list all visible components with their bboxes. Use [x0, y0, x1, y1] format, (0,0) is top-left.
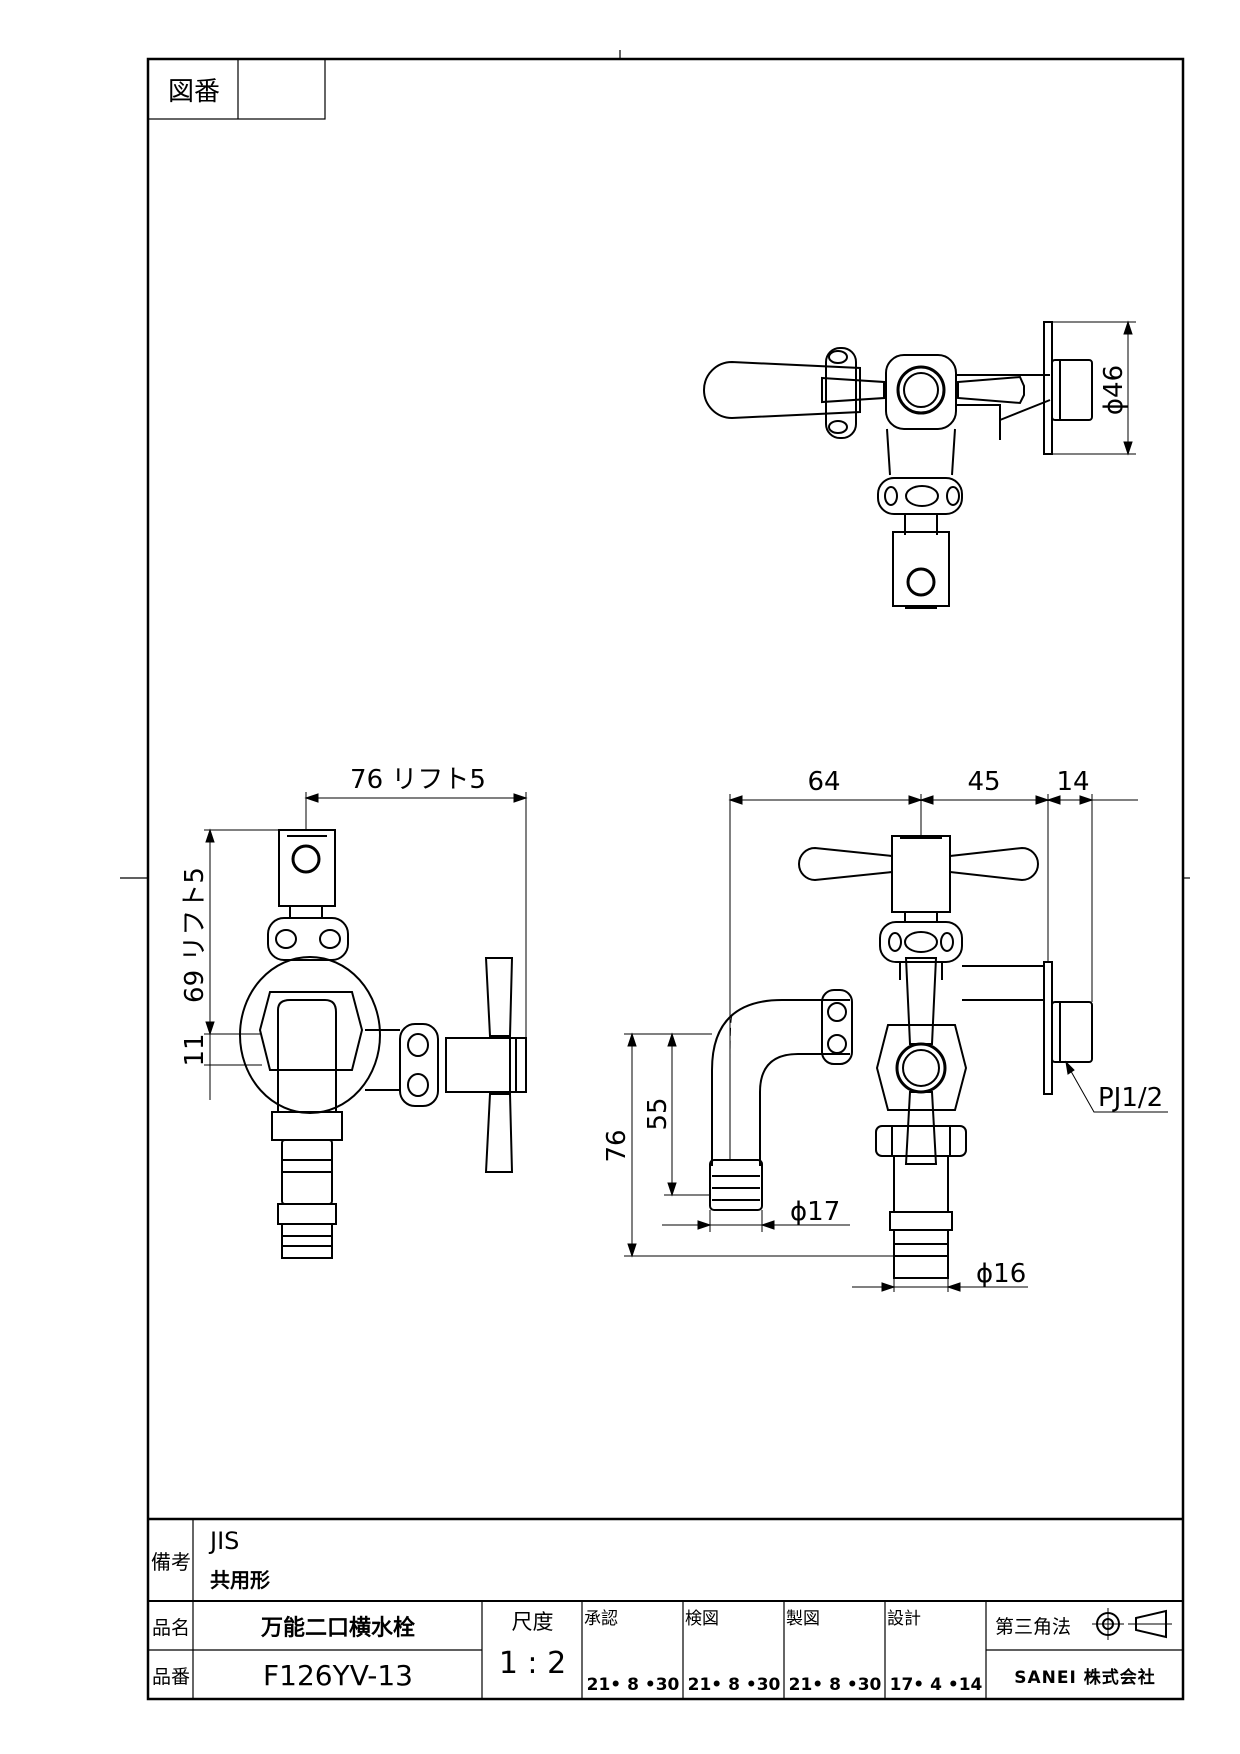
dim-top-diameter: ϕ46	[1099, 365, 1129, 415]
top-view-dims	[1052, 320, 1136, 456]
top-view	[703, 321, 1093, 609]
side-view-dims	[204, 792, 528, 1100]
dim-thread: PJ1/2	[1098, 1083, 1163, 1113]
side-view	[239, 829, 527, 1259]
check-label: 検図	[685, 1608, 719, 1629]
design-date: 17• 4 •14	[889, 1675, 983, 1695]
sheet-frame	[120, 50, 1190, 1701]
draft-date: 21• 8 •30	[788, 1675, 882, 1695]
check-date: 21• 8 •30	[687, 1675, 781, 1695]
product-name-value: 万能二口横水栓	[260, 1616, 415, 1641]
part-no-value: F126YV-13	[263, 1658, 413, 1692]
dim-dia-16: ϕ16	[976, 1259, 1026, 1289]
approve-label: 承認	[584, 1608, 618, 1629]
dim-side-offset: 11	[180, 1033, 210, 1066]
dim-side-height: 69 リフト5	[180, 867, 210, 1003]
dim-front-76: 76	[602, 1129, 632, 1162]
title-block-lines	[148, 1517, 1183, 1699]
draft-label: 製図	[786, 1608, 820, 1629]
remarks-line2: 共用形	[210, 1567, 270, 1592]
dim-front-45: 45	[967, 767, 1000, 797]
product-name-label: 品名	[151, 1616, 190, 1639]
third-angle-projection-icon	[1092, 1608, 1172, 1640]
projection-label: 第三角法	[995, 1615, 1072, 1638]
remarks-line1: JIS	[210, 1527, 240, 1555]
dim-dia-17: ϕ17	[790, 1197, 840, 1227]
part-no-label: 品番	[151, 1665, 190, 1688]
dim-side-width: 76 リフト5	[350, 765, 486, 795]
dim-front-14: 14	[1056, 767, 1089, 797]
dim-front-64: 64	[807, 767, 840, 797]
company-name: SANEI 株式会社	[1014, 1667, 1156, 1688]
approve-date: 21• 8 •30	[586, 1675, 680, 1695]
front-view	[709, 835, 1093, 1279]
scale-value: 1 : 2	[498, 1645, 567, 1681]
remarks-label: 備考	[151, 1549, 191, 1574]
design-label: 設計	[887, 1608, 921, 1629]
scale-label: 尺度	[511, 1610, 554, 1634]
drawing-no-label: 図番	[167, 76, 220, 107]
front-view-dims	[624, 794, 1168, 1292]
dim-front-55: 55	[643, 1097, 673, 1130]
drawing-no-value	[240, 60, 324, 118]
